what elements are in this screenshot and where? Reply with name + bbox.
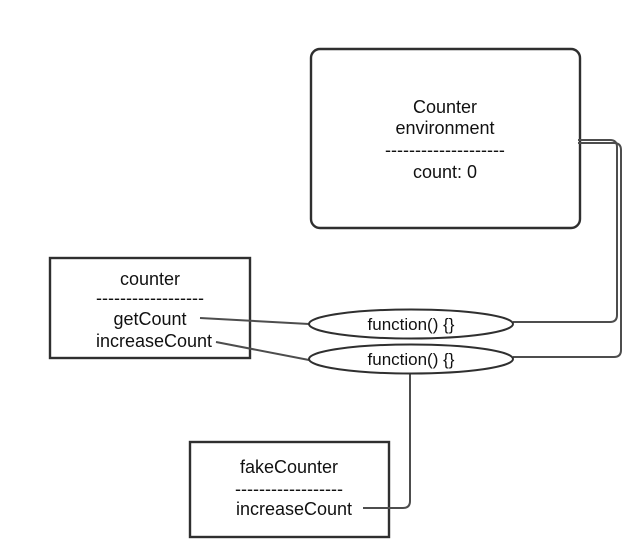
diagram-labels: Counter environment --------------------… [96,97,505,519]
counter-environment-box [309,47,582,230]
env-box-title-line2: environment [395,118,494,138]
function-ellipse-bottom [308,343,514,375]
function-to-fakecounter-connector [363,373,411,509]
env-box-title-line1: Counter [413,97,477,117]
counter-box-title: counter [120,269,180,289]
fake-counter-box [188,440,391,539]
counter-box-getcount-label: getCount [113,309,186,329]
env-to-bottom-function-connector [513,142,622,358]
counter-box-divider: ------------------ [96,288,204,308]
function-ellipses [308,308,514,375]
diagram-connectors [199,139,622,509]
getcount-to-function-connector [199,317,310,325]
diagram-boxes [48,47,582,539]
fake-counter-box-title: fakeCounter [240,457,338,477]
function-ellipse-top [308,308,514,340]
env-box-divider: -------------------- [385,140,505,160]
function-ellipse-bottom-label: function() {} [368,350,455,369]
env-to-top-function-connector [513,139,618,323]
function-ellipse-top-label: function() {} [368,315,455,334]
counter-box-increasecount-label: increaseCount [96,331,212,351]
fake-counter-increasecount-label: increaseCount [236,499,352,519]
fake-counter-box-divider: ------------------ [235,479,343,499]
env-box-count-field: count: 0 [413,162,477,182]
increasecount-to-function-connector [215,341,310,361]
